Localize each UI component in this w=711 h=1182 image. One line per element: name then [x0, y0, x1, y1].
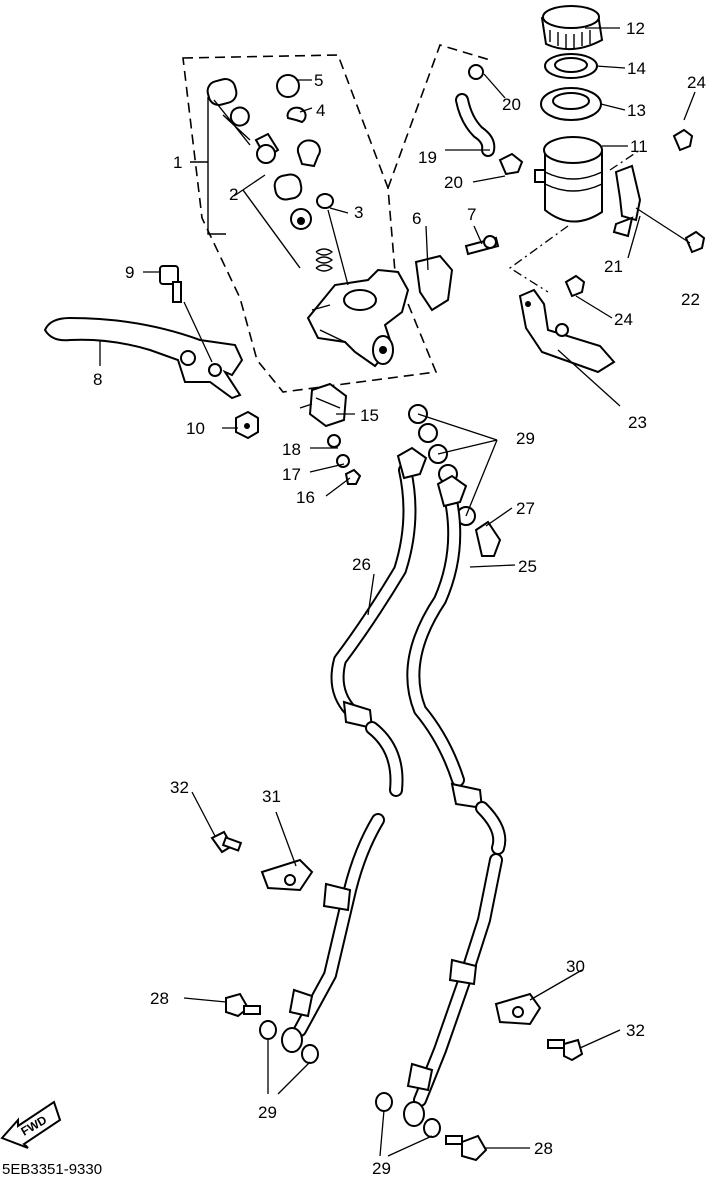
callout-24a: 24 [687, 73, 706, 92]
banjo-washers-lower [259, 1020, 441, 1138]
brake-hose-upper-right [406, 474, 507, 855]
reservoir-hose [455, 64, 524, 176]
small-fasteners [327, 434, 362, 485]
stay-bracket [518, 288, 616, 374]
reservoir-fasteners [564, 128, 706, 298]
lower-bolts [210, 830, 584, 1162]
callout-28a: 28 [150, 989, 169, 1008]
fwd-arrow: FWD [0, 1100, 62, 1149]
callout-20b: 20 [444, 173, 463, 192]
callout-15: 15 [360, 406, 379, 425]
reservoir-diaphragm [544, 53, 598, 79]
callout-14: 14 [627, 59, 646, 78]
hose-clamp-left [260, 858, 314, 892]
callout-17: 17 [282, 465, 301, 484]
leader-lines [99, 27, 696, 1157]
callout-29a: 29 [516, 429, 535, 448]
callout-13: 13 [627, 101, 646, 120]
callout-29b: 29 [258, 1103, 277, 1122]
reservoir-centerline [508, 225, 569, 293]
callout-10: 10 [186, 419, 205, 438]
callout-3: 3 [354, 203, 363, 222]
callout-32b: 32 [626, 1021, 645, 1040]
brake-hose-lower-right [403, 853, 503, 1127]
callout-22: 22 [681, 290, 700, 309]
bracket-centerline [609, 149, 641, 171]
hose-clamp-right [494, 992, 542, 1026]
brake-hose-lower-left [281, 813, 385, 1053]
callout-29c: 29 [372, 1159, 391, 1177]
reservoir-cap [540, 5, 604, 51]
callout-27: 27 [516, 499, 535, 518]
holder-clamp [414, 235, 500, 312]
callout-5: 5 [314, 71, 323, 90]
banjo-washers-upper [408, 404, 476, 526]
callout-28b: 28 [534, 1139, 553, 1158]
callout-31: 31 [262, 787, 281, 806]
callout-11: 11 [630, 137, 648, 156]
piston-kit-parts [190, 74, 334, 272]
reservoir-bracket [612, 164, 642, 238]
callout-30: 30 [566, 957, 585, 976]
callout-4: 4 [316, 101, 325, 120]
master-cylinder-body [306, 268, 410, 368]
callout-7: 7 [467, 205, 476, 224]
banjo-bolt-upper [474, 520, 502, 557]
callout-26: 26 [352, 555, 371, 574]
callout-6: 6 [412, 209, 421, 228]
callout-12: 12 [626, 19, 645, 38]
pivot-nut [235, 410, 259, 440]
reference-code: 5EB3351-9330 [2, 1161, 102, 1177]
callout-labels: 1 2 3 4 5 6 7 8 9 10 11 12 13 14 15 16 1… [93, 19, 706, 1178]
callout-18: 18 [282, 440, 301, 459]
callout-19: 19 [418, 148, 437, 167]
callout-8: 8 [93, 370, 102, 389]
callout-2: 2 [229, 185, 238, 204]
callout-24b: 24 [614, 310, 633, 329]
callout-1: 1 [173, 153, 182, 172]
reservoir-tank [534, 136, 603, 223]
callout-32a: 32 [170, 778, 189, 797]
callout-23: 23 [628, 413, 647, 432]
callout-16: 16 [296, 488, 315, 507]
callout-20a: 20 [502, 95, 521, 114]
brake-lever [43, 316, 244, 400]
callout-9: 9 [125, 263, 134, 282]
pivot-bolt [159, 265, 182, 303]
reservoir-plate [540, 87, 602, 121]
brake-hose-upper-left [330, 446, 428, 797]
callout-21: 21 [604, 257, 623, 276]
brake-switch [299, 382, 348, 428]
assembly-boundary [182, 44, 491, 393]
callout-25: 25 [518, 557, 537, 576]
